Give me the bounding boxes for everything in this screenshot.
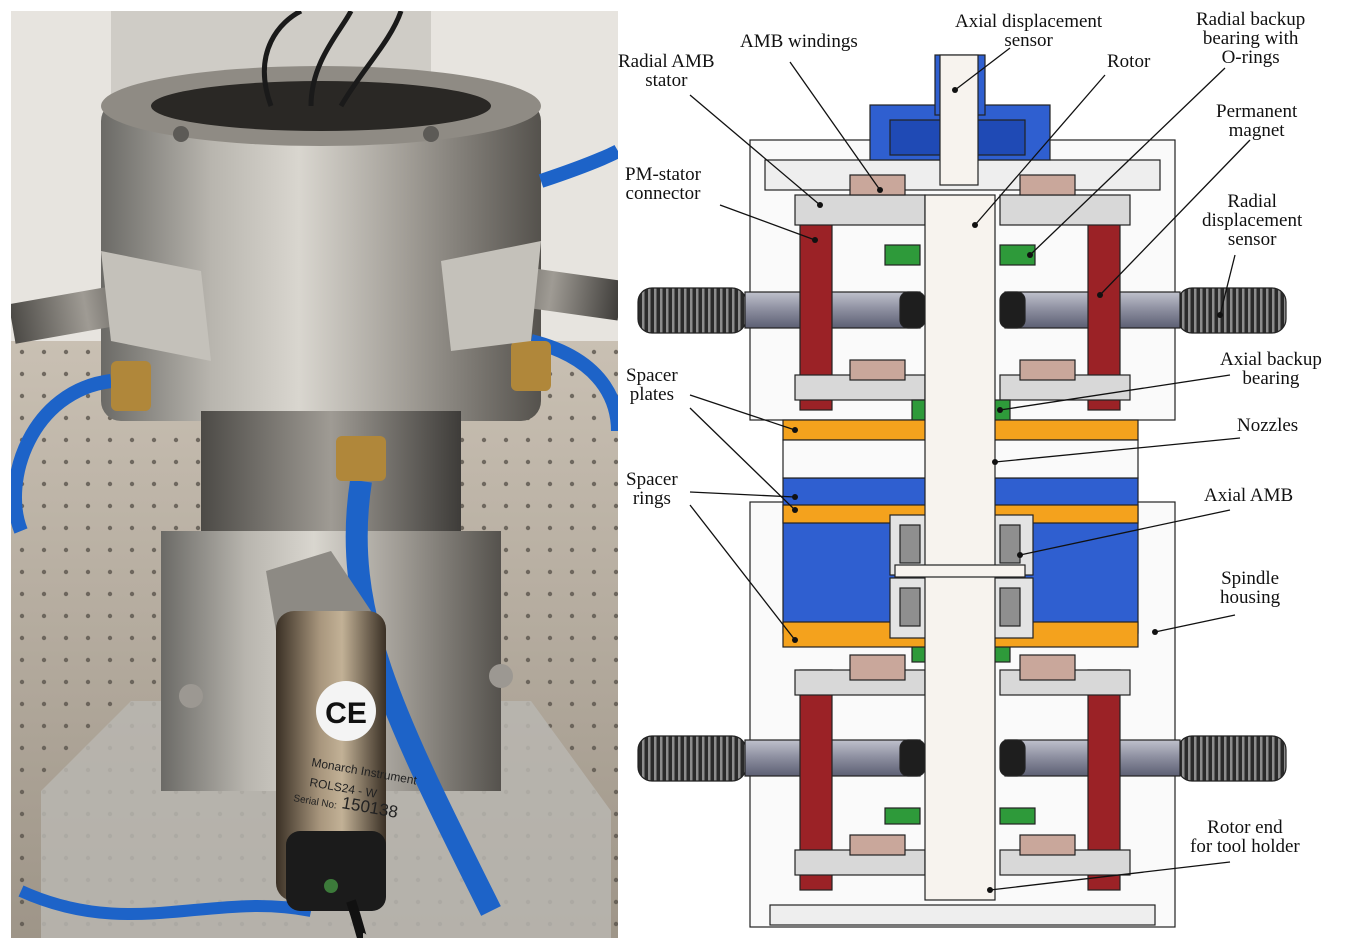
label-nozzles: Nozzles	[1237, 415, 1299, 436]
label-axial-displacement-sensor: Axial displacement sensor	[955, 11, 1103, 51]
label-radial-amb-stator: Radial AMB stator	[618, 51, 715, 91]
spindle-photo: CE Monarch Instrument ROLS24 - W Serial …	[11, 11, 618, 938]
label-radial-backup-bearing: Radial backup bearing with O-rings	[1196, 9, 1306, 68]
label-spindle-housing: Spindle housing	[1220, 568, 1281, 608]
leader-dots	[792, 87, 1223, 893]
spindle-cross-section	[637, 47, 1287, 928]
label-permanent-magnet: Permanent magnet	[1216, 101, 1298, 141]
label-spacer-rings: Spacer rings	[626, 469, 678, 509]
leader-lines	[689, 47, 1251, 891]
label-pm-stator-connector: PM-stator connector	[625, 164, 701, 204]
label-amb-windings: AMB windings	[740, 31, 858, 52]
ce-mark: CE	[325, 697, 367, 730]
label-radial-displacement-sensor: Radial displacement sensor	[1202, 191, 1303, 250]
label-rotor-end: Rotor end for tool holder	[1190, 817, 1300, 857]
label-rotor: Rotor	[1107, 51, 1151, 72]
label-axial-backup-bearing: Axial backup bearing	[1220, 349, 1322, 389]
label-spacer-plates: Spacer plates	[626, 365, 678, 405]
label-axial-amb: Axial AMB	[1204, 485, 1294, 506]
